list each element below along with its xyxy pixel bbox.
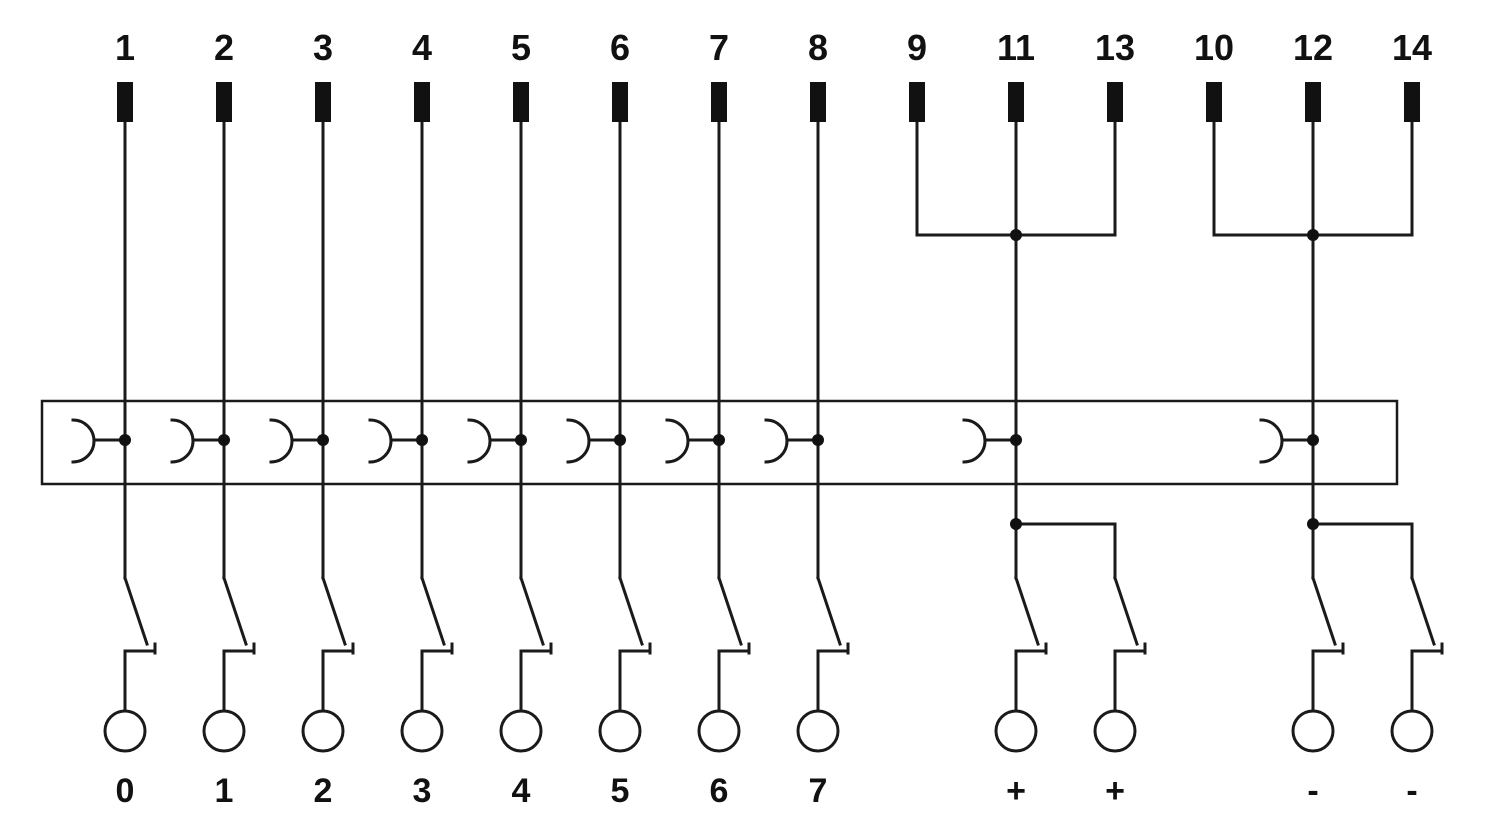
switch-blade (1014, 576, 1040, 646)
junction-dot (614, 434, 626, 446)
junction-dot (1010, 229, 1022, 241)
junction-dot (1307, 434, 1319, 446)
terminal-circle (697, 709, 741, 753)
junction-dot (416, 434, 428, 446)
bottom-terminal-label: - (1307, 772, 1318, 810)
junction-dot (1307, 518, 1319, 530)
pin-terminal (216, 82, 232, 122)
junction-dot (317, 434, 329, 446)
pin-terminal (711, 82, 727, 122)
terminal-circle (796, 709, 840, 753)
bottom-terminal-label: 7 (809, 772, 828, 810)
pin-terminal (1008, 82, 1024, 122)
terminal-circle (202, 709, 246, 753)
switch-blade (519, 576, 545, 646)
terminal-circle (499, 709, 543, 753)
bottom-terminal-label: 3 (413, 772, 432, 810)
top-pin-label: 14 (1392, 27, 1432, 68)
top-pin-label: 10 (1194, 27, 1234, 68)
terminal-circle (1390, 709, 1434, 753)
coupler-arc (764, 418, 789, 464)
switch-blade (816, 576, 842, 646)
switch-blade (123, 576, 149, 646)
top-pin-label: 5 (511, 27, 531, 68)
top-wire-layer (123, 120, 1414, 580)
terminal-circle (400, 709, 444, 753)
coupler-symbol-layer (71, 418, 1319, 464)
bottom-terminal-label: 6 (710, 772, 729, 810)
junction-dot (1010, 518, 1022, 530)
junction-dot (812, 434, 824, 446)
switch-blade (420, 576, 446, 646)
top-pin-label: 8 (808, 27, 828, 68)
top-pin-label: 13 (1095, 27, 1135, 68)
junction-dot (713, 434, 725, 446)
junction-dot (515, 434, 527, 446)
pin-terminal (612, 82, 628, 122)
junction-dot (1307, 229, 1319, 241)
pin-terminal (117, 82, 133, 122)
coupler-arc (170, 418, 195, 464)
bottom-terminal-label: 2 (314, 772, 333, 810)
pin-terminal (1305, 82, 1321, 122)
top-pin-label: 3 (313, 27, 333, 68)
top-pin-label: 4 (412, 27, 432, 68)
switch-blade (717, 576, 743, 646)
pin-terminal (810, 82, 826, 122)
coupler-arc (1259, 418, 1284, 464)
coupler-arc (467, 418, 492, 464)
pin-terminal (909, 82, 925, 122)
bottom-terminal-label: 4 (512, 772, 531, 810)
bottom-terminal-label: + (1006, 772, 1026, 810)
pin-terminal (513, 82, 529, 122)
top-pin-label: 6 (610, 27, 630, 68)
top-pin-label: 9 (907, 27, 927, 68)
top-pin-label: 1 (115, 27, 135, 68)
pin-terminal (414, 82, 430, 122)
pin-terminal (1206, 82, 1222, 122)
bottom-terminal-label: + (1105, 772, 1125, 810)
junction-dot (119, 434, 131, 446)
terminal-circle (301, 709, 345, 753)
switch-blade (1311, 576, 1337, 646)
switch-blade (321, 576, 347, 646)
pin-layer (117, 82, 1420, 122)
coupler-arc (71, 418, 96, 464)
switch-blade (1113, 576, 1139, 646)
bottom-wire-layer (103, 518, 1444, 753)
terminal-circle (103, 709, 147, 753)
module-body (40, 399, 1399, 486)
terminal-circle (994, 709, 1038, 753)
top-pin-label: 2 (214, 27, 234, 68)
switch-blade (1410, 576, 1436, 646)
coupler-arc (368, 418, 393, 464)
coupler-arc (665, 418, 690, 464)
coupler-arc (566, 418, 591, 464)
coupler-arc (269, 418, 294, 464)
terminal-circle (1291, 709, 1335, 753)
pin-terminal (1107, 82, 1123, 122)
switch-blade (222, 576, 248, 646)
pin-terminal (1404, 82, 1420, 122)
bottom-terminal-label: - (1406, 772, 1417, 810)
junction-dot (218, 434, 230, 446)
top-pin-label: 12 (1293, 27, 1333, 68)
junction-dot (1010, 434, 1022, 446)
bottom-terminal-label: 5 (611, 772, 630, 810)
top-pin-label: 7 (709, 27, 729, 68)
bottom-terminal-label: 1 (215, 772, 234, 810)
terminal-circle (1093, 709, 1137, 753)
bottom-terminal-label: 0 (116, 772, 135, 810)
terminal-circle (598, 709, 642, 753)
top-pin-label: 11 (997, 27, 1035, 68)
switch-blade (618, 576, 644, 646)
coupler-arc (962, 418, 987, 464)
pin-terminal (315, 82, 331, 122)
